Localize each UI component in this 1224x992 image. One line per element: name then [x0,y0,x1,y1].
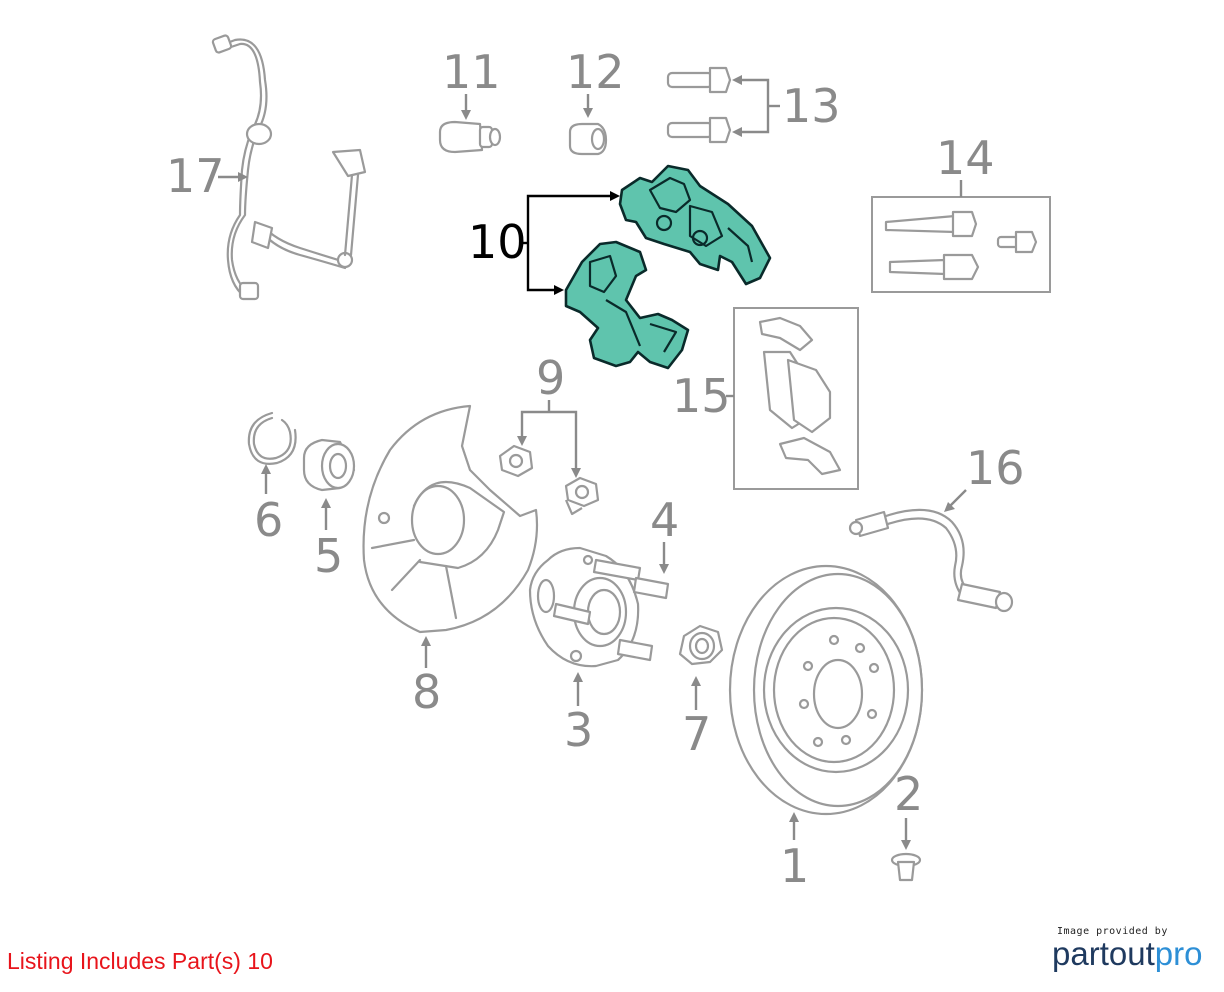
wheel-bearing-part [302,438,356,492]
callout-7: 7 [682,676,711,761]
image-credit: Image provided by partoutpro [1052,926,1212,971]
credit-line: Image provided by [1057,926,1168,937]
callout-label: 5 [314,529,343,583]
brand-part-2: pro [1154,935,1203,972]
callout-9: 9 [517,351,581,478]
callout-6: 6 [254,464,283,547]
wheel-hub-part [528,546,640,668]
callout-8: 8 [412,636,441,719]
listing-note: Listing Includes Part(s) 10 [7,948,273,974]
callout-label: 12 [566,45,625,99]
brand-part-1: partout [1052,935,1155,972]
hub-nut-part [678,624,724,666]
guide-pin-kit-part [871,196,1051,293]
callout-label: 9 [536,351,565,405]
callout-15: 15 [672,369,734,423]
snap-ring-part [247,411,297,465]
callout-17: 17 [166,149,248,203]
callout-label: 10 [468,215,527,269]
callout-1: 1 [780,812,809,893]
brake-rotor-part [728,564,924,816]
callout-16: 16 [944,441,1025,512]
rotor-screw-part [890,852,922,882]
callout-label: 15 [672,369,731,423]
callout-label: 3 [564,703,593,757]
abs-sensor-wire-part [211,34,367,301]
callout-5: 5 [314,498,343,583]
splash-shield-part [362,404,539,634]
brake-parts-diagram: 17 11 12 13 [166,34,1051,893]
callout-14: 14 [936,131,995,197]
callout-label: 7 [682,707,711,761]
callout-13: 13 [732,75,841,137]
wheel-studs-part [552,558,670,662]
caliper-assembly-part [618,164,772,286]
partoutpro-logo: partoutpro [1052,937,1212,971]
boot-part [438,120,502,154]
callout-label: 2 [894,767,923,821]
callout-label: 8 [412,665,441,719]
caliper-bracket-part [564,240,690,370]
callout-4: 4 [650,493,679,574]
callout-2: 2 [894,767,923,850]
callout-label: 1 [780,839,809,893]
callout-11: 11 [442,45,501,120]
callout-label: 11 [442,45,501,99]
callout-label: 17 [166,149,225,203]
caliper-bolts-part [498,444,600,516]
brake-hose-part [848,508,1014,613]
callout-3: 3 [564,672,593,757]
callout-12: 12 [566,45,625,118]
callout-label: 16 [966,441,1025,495]
callout-label: 4 [650,493,679,547]
cap-part [568,122,608,156]
callout-label: 6 [254,493,283,547]
callout-label: 13 [782,79,841,133]
callout-label: 14 [936,131,995,185]
bolts-part [666,66,732,144]
callout-10: 10 [468,191,620,295]
brake-pad-set-part [733,307,859,490]
